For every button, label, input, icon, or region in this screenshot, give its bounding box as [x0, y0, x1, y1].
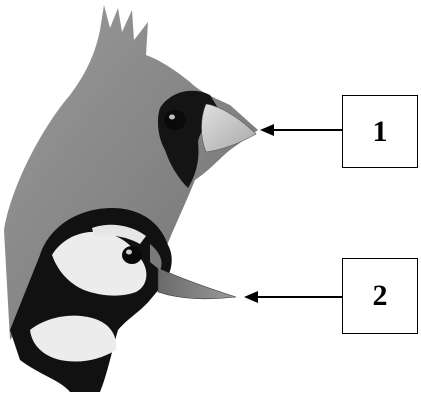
- label-box-1: 1: [342, 95, 418, 168]
- woodpecker-forehead: [150, 244, 162, 270]
- woodpecker-eye: [122, 246, 142, 264]
- label-1-text: 1: [372, 114, 388, 148]
- cardinal-eye: [164, 110, 186, 130]
- label-2-text: 2: [372, 279, 388, 312]
- woodpecker-cheek: [52, 231, 147, 296]
- arrowhead-icon: [244, 291, 258, 303]
- woodpecker-throat: [30, 315, 117, 362]
- arrow-1: [260, 124, 342, 136]
- arrowhead-icon: [260, 124, 274, 136]
- woodpecker-malar-stripe: [58, 296, 132, 311]
- cardinal-eye-highlight: [169, 114, 175, 120]
- arrow-2: [244, 291, 342, 303]
- woodpecker-bird: [10, 208, 237, 392]
- woodpecker-beak: [157, 267, 237, 300]
- woodpecker-crown-stripe: [92, 224, 146, 244]
- label-box-2: 2: [342, 258, 418, 334]
- cardinal-beak: [201, 103, 257, 153]
- woodpecker-eye-highlight: [126, 249, 132, 255]
